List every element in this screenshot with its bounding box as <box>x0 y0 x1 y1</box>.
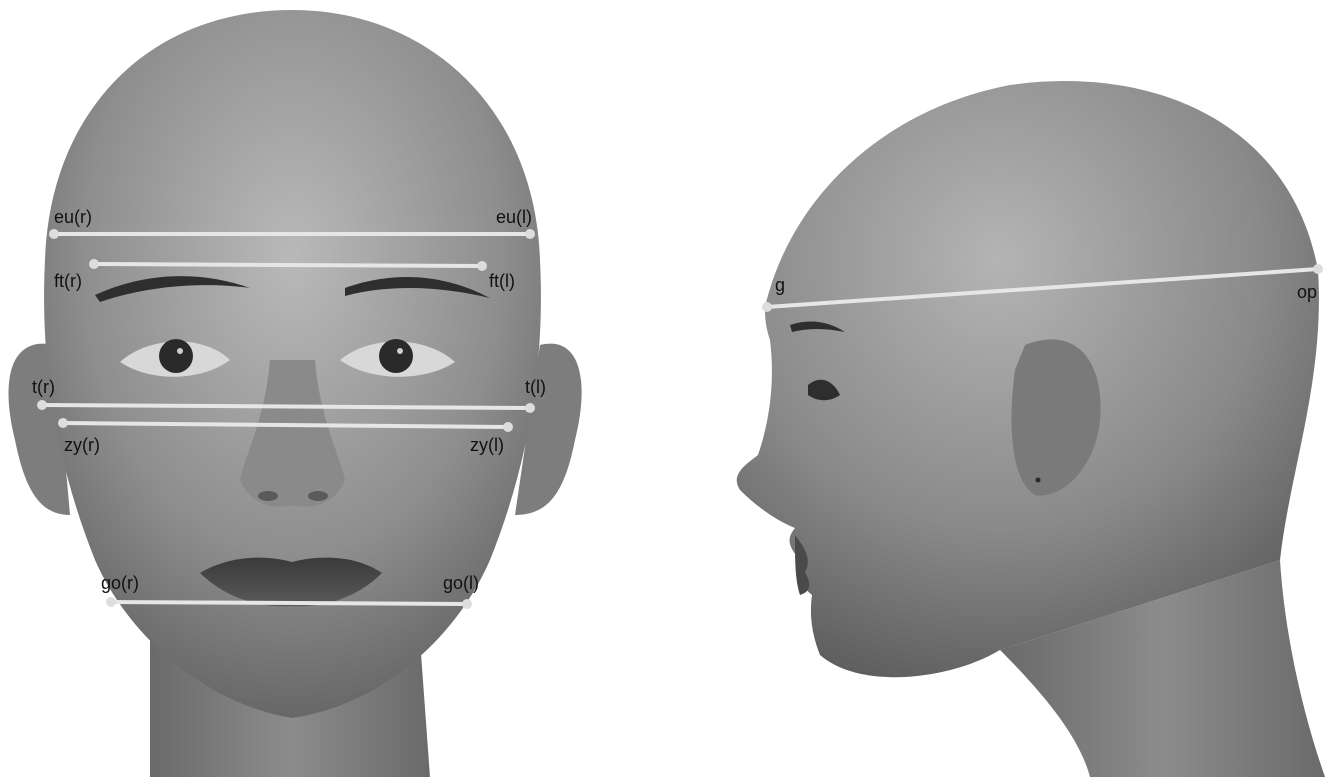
ft-right-label: ft(r) <box>54 271 82 291</box>
ft-right-landmark-point <box>89 259 99 269</box>
op-label: op <box>1297 282 1317 302</box>
t-right-landmark-point <box>37 400 47 410</box>
ft-left-label: ft(l) <box>489 271 515 291</box>
ft-measurement-line <box>94 264 482 266</box>
go-left-label: go(l) <box>443 573 479 593</box>
eu-left-landmark-point <box>525 229 535 239</box>
zy-left-landmark-point <box>503 422 513 432</box>
go-left-landmark-point <box>462 599 472 609</box>
frontal-view <box>8 10 581 777</box>
frontal-nostril-left <box>308 491 328 501</box>
eu-left-label: eu(l) <box>496 207 532 227</box>
zy-left-label: zy(l) <box>470 435 504 455</box>
eu-right-landmark-point <box>49 229 59 239</box>
t-left-landmark-point <box>525 403 535 413</box>
t-right-label: t(r) <box>32 377 55 397</box>
zy-right-landmark-point <box>58 418 68 428</box>
frontal-iris-left <box>379 339 413 373</box>
frontal-pupil-highlight-left <box>397 348 403 354</box>
op-landmark-point <box>1313 264 1323 274</box>
lateral-earring-hole <box>1036 478 1041 483</box>
go-right-landmark-point <box>106 597 116 607</box>
lateral-view <box>737 81 1325 777</box>
frontal-iris-right <box>159 339 193 373</box>
go-measurement-line <box>111 602 467 604</box>
ft-left-landmark-point <box>477 261 487 271</box>
zy-right-label: zy(r) <box>64 435 100 455</box>
g-label: g <box>775 275 785 295</box>
t-left-label: t(l) <box>525 377 546 397</box>
frontal-nostril-right <box>258 491 278 501</box>
frontal-pupil-highlight-right <box>177 348 183 354</box>
eu-right-label: eu(r) <box>54 207 92 227</box>
go-right-label: go(r) <box>101 573 139 593</box>
g-landmark-point <box>762 302 772 312</box>
